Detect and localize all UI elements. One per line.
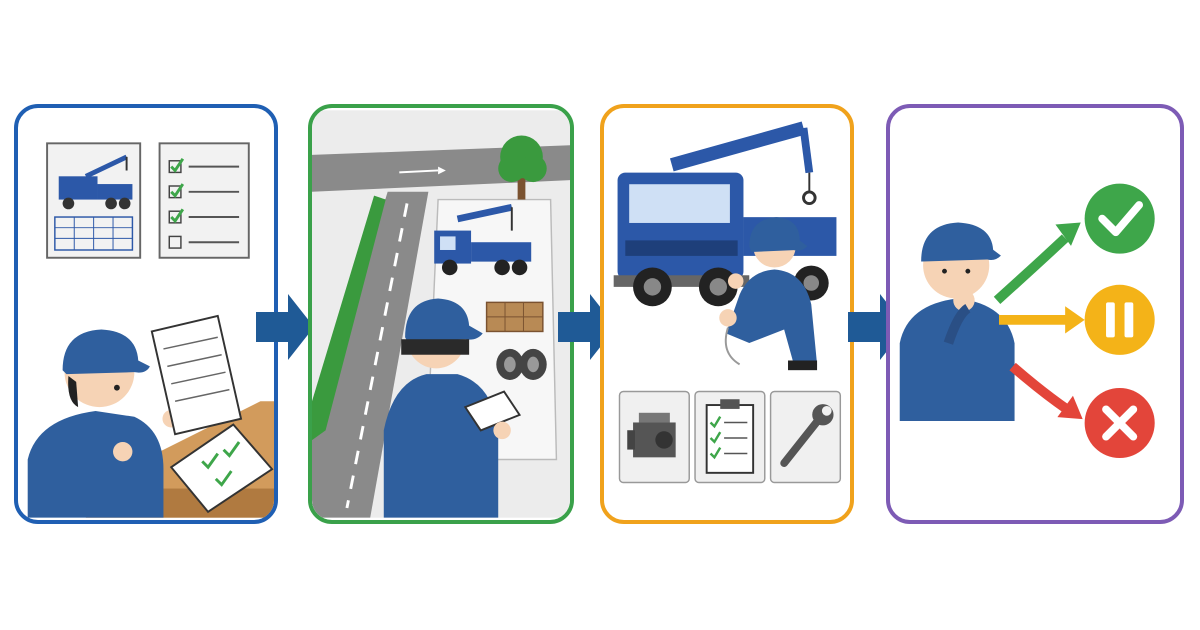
decision-illustration bbox=[899, 183, 1155, 459]
step-panel-vehicle-check bbox=[600, 104, 854, 524]
engine-icon bbox=[618, 390, 690, 484]
checklist-icon bbox=[158, 142, 250, 259]
check-icon bbox=[1084, 183, 1155, 254]
crane-truck-large bbox=[613, 172, 837, 307]
pallets-icon bbox=[485, 301, 544, 333]
worker-reading bbox=[27, 329, 180, 518]
worker-thinking bbox=[899, 222, 1015, 422]
inspection-checklist-icon bbox=[694, 390, 766, 484]
pause-icon bbox=[1084, 284, 1155, 355]
tree-icon bbox=[498, 135, 547, 200]
x-icon bbox=[1084, 387, 1155, 459]
crane-truck-icon bbox=[434, 203, 532, 276]
step-panel-site-inspection bbox=[308, 104, 574, 524]
wrench-icon bbox=[769, 390, 842, 484]
worker-crouching bbox=[719, 217, 818, 371]
pipes-icon bbox=[496, 348, 547, 380]
vehicle-check-illustration bbox=[613, 121, 842, 484]
desk-checklist bbox=[169, 423, 274, 514]
step-panel-decision bbox=[886, 104, 1184, 524]
flow-arrow-1 bbox=[254, 292, 316, 362]
truck-document-icon bbox=[46, 142, 142, 259]
clipboard-icon bbox=[150, 314, 243, 436]
step-panel-document-review bbox=[14, 104, 278, 524]
worker-surveying bbox=[383, 298, 522, 518]
document-review-illustration bbox=[27, 142, 274, 518]
site-inspection-illustration bbox=[312, 110, 570, 518]
